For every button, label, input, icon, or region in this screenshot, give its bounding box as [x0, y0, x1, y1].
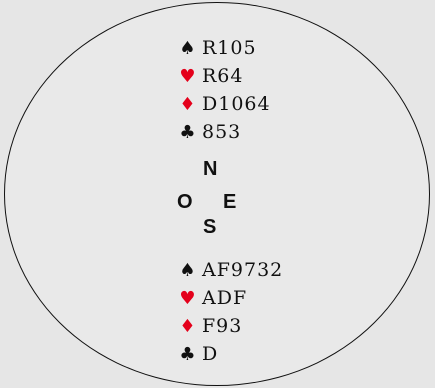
diamond-icon: ♦ [179, 315, 197, 337]
north-clubs-row: ♣ 853 [176, 118, 271, 146]
heart-icon: ♥ [179, 65, 197, 87]
north-hand: ♠ R105 ♥ R64 ♦ D1064 ♣ 853 [176, 34, 271, 146]
south-spades-cards: AF9732 [202, 259, 284, 281]
south-clubs-cards: D [202, 343, 219, 365]
south-hearts-cards: ADF [202, 287, 248, 309]
heart-icon: ♥ [179, 287, 197, 309]
north-hearts-row: ♥ R64 [176, 62, 271, 90]
south-hearts-row: ♥ ADF [176, 284, 283, 312]
south-spades-row: ♠ AF9732 [176, 256, 283, 284]
club-icon: ♣ [179, 343, 197, 365]
south-diamonds-row: ♦ F93 [176, 312, 283, 340]
north-diamonds-row: ♦ D1064 [176, 90, 271, 118]
north-diamonds-cards: D1064 [202, 93, 271, 115]
compass-east: E [223, 191, 237, 213]
north-clubs-cards: 853 [202, 121, 242, 143]
south-hand: ♠ AF9732 ♥ ADF ♦ F93 ♣ D [176, 256, 283, 368]
diamond-icon: ♦ [179, 93, 197, 115]
table-oval [4, 2, 430, 386]
spade-icon: ♠ [179, 37, 197, 59]
club-icon: ♣ [179, 121, 197, 143]
spade-icon: ♠ [179, 259, 197, 281]
compass-west: O [177, 191, 193, 213]
compass-north: N [203, 158, 218, 180]
south-clubs-row: ♣ D [176, 340, 283, 368]
north-spades-row: ♠ R105 [176, 34, 271, 62]
south-diamonds-cards: F93 [202, 315, 243, 337]
north-spades-cards: R105 [202, 37, 257, 59]
north-hearts-cards: R64 [202, 65, 244, 87]
compass-south: S [203, 216, 217, 238]
